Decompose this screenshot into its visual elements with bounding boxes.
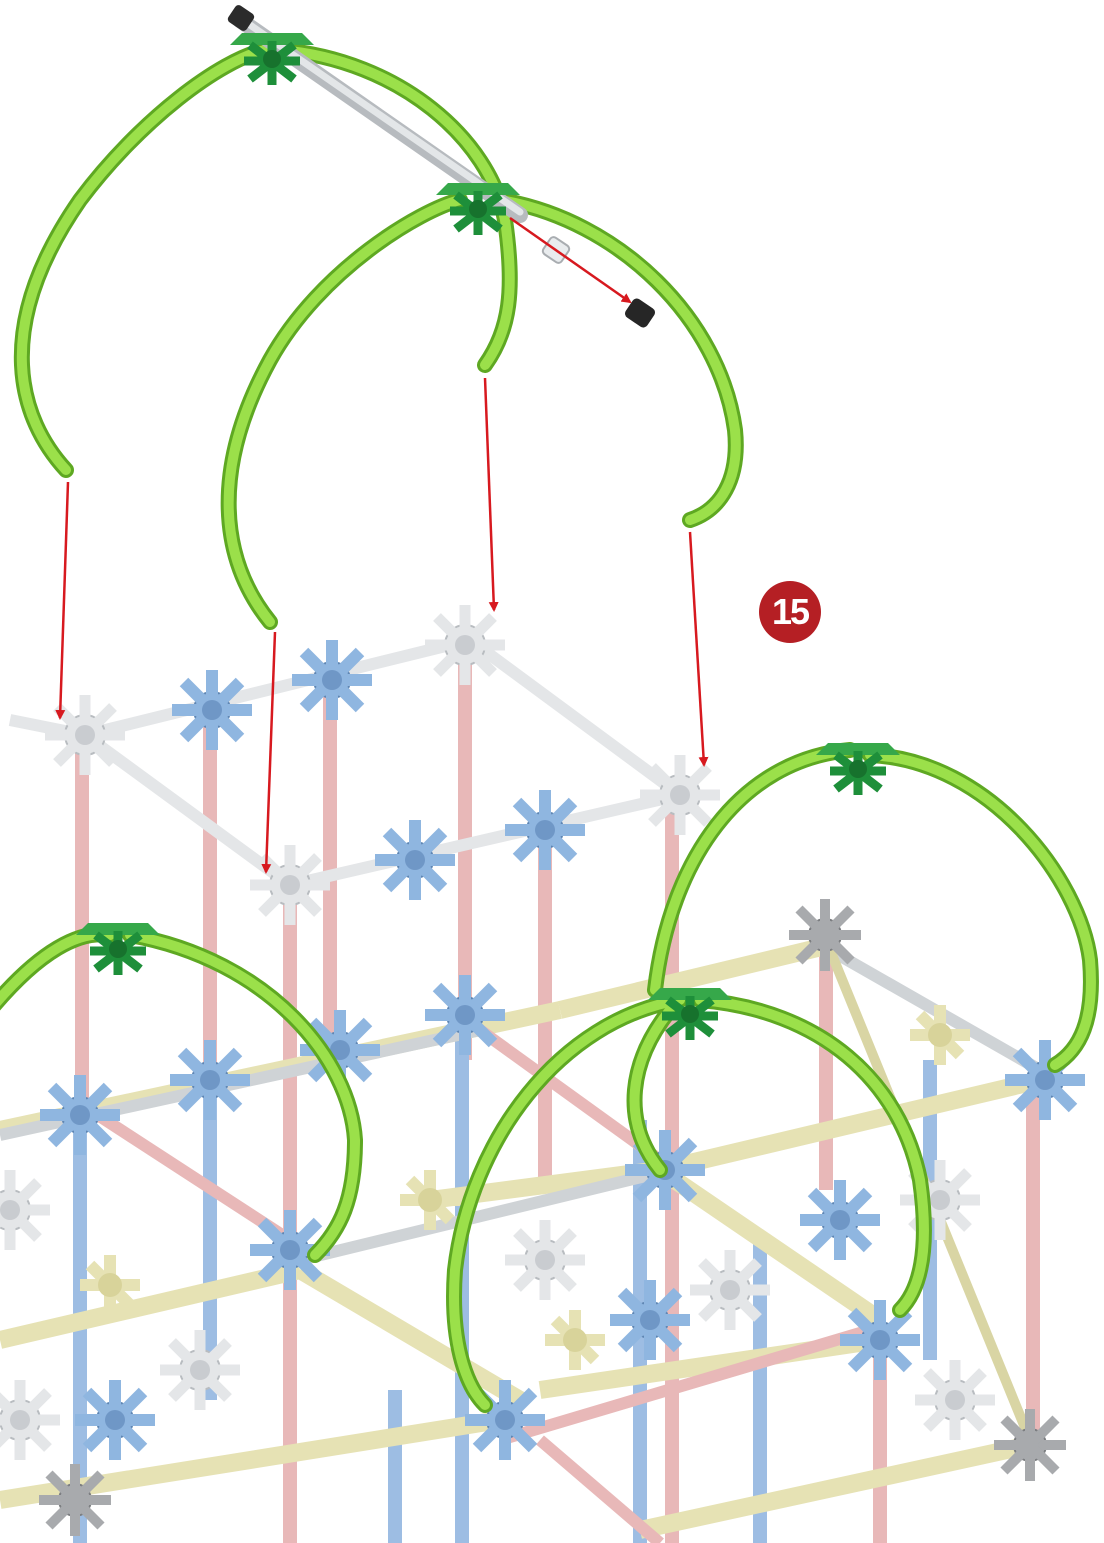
arrow-icon	[261, 631, 277, 874]
connector-icon	[994, 1409, 1066, 1481]
arrow-icon	[688, 531, 709, 767]
connector-icon	[160, 1330, 240, 1410]
connector-icon	[505, 790, 585, 870]
arrow-icon	[483, 377, 499, 612]
end-cap-icon	[227, 5, 255, 31]
connector-icon	[816, 743, 900, 795]
connector-icon	[39, 1464, 111, 1536]
connector-icon	[0, 1170, 50, 1250]
step-number-badge: 15	[759, 581, 821, 643]
horizontal-beams	[0, 936, 1043, 1543]
connector-icon	[75, 1380, 155, 1460]
connector-icon	[505, 1220, 585, 1300]
connector-icon	[915, 1360, 995, 1440]
connector-icon	[170, 1040, 250, 1120]
tower-top-frame	[8, 634, 684, 891]
green-connectors	[76, 33, 900, 1040]
connector-icon	[910, 1005, 970, 1065]
end-cap-icon	[625, 298, 655, 328]
connector-icon	[375, 820, 455, 900]
connector-icon	[0, 1380, 60, 1460]
connector-icon	[250, 845, 330, 925]
connector-icon	[545, 1310, 605, 1370]
arrow-icon	[55, 481, 70, 720]
connector-icon	[640, 755, 720, 835]
connector-icon	[425, 605, 505, 685]
connector-icon	[610, 1280, 690, 1360]
connector-icon	[425, 975, 505, 1055]
connector-icon	[40, 1075, 120, 1155]
connector-icon	[789, 899, 861, 971]
connector-icon	[690, 1250, 770, 1330]
connector-icon	[172, 670, 252, 750]
tower-connectors	[45, 605, 720, 925]
arrow-icon	[509, 216, 632, 304]
connector-icon	[292, 640, 372, 720]
connector-icon	[45, 695, 125, 775]
assembly-arrows	[55, 216, 709, 874]
connector-icon	[800, 1180, 880, 1260]
